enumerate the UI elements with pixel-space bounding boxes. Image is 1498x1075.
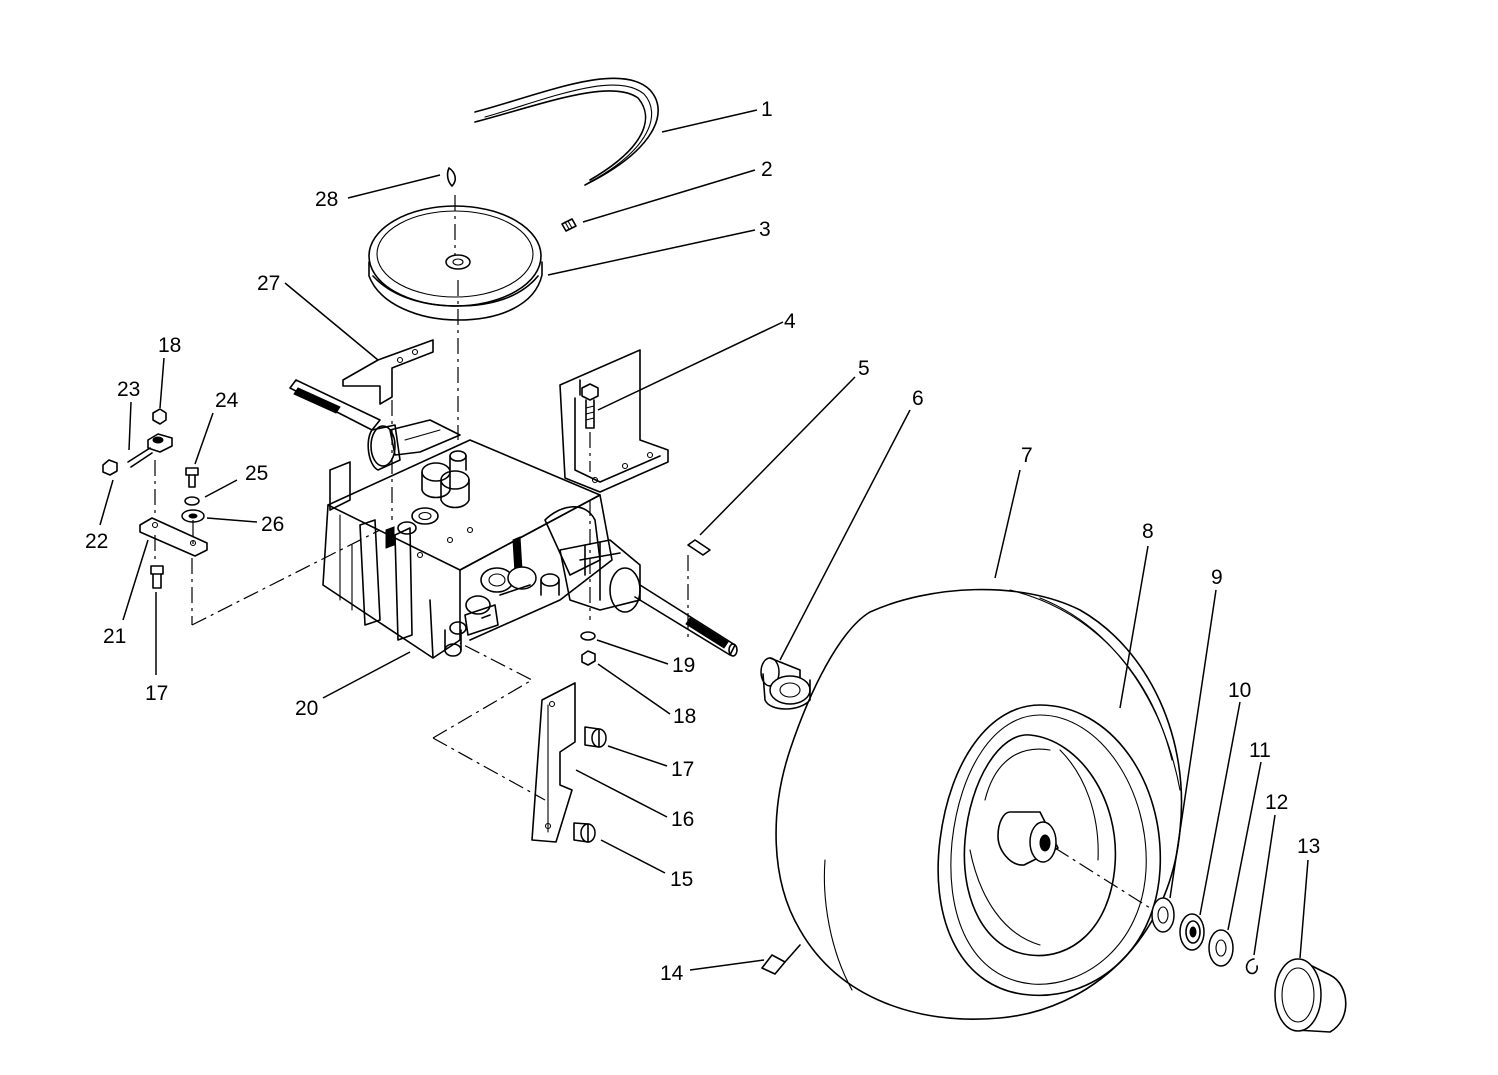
small-washer-part bbox=[184, 496, 200, 506]
brake-bracket-part bbox=[342, 339, 434, 405]
set-screw-part bbox=[561, 218, 577, 232]
flat-washer-part bbox=[1208, 929, 1234, 967]
woodruff-key-part bbox=[446, 167, 457, 187]
mounting-bracket-part bbox=[559, 349, 669, 493]
callout-17-right: 17 bbox=[671, 758, 694, 781]
callout-23: 23 bbox=[117, 378, 140, 401]
callout-10: 10 bbox=[1228, 679, 1251, 702]
callout-20: 20 bbox=[295, 697, 318, 720]
lock-washer-part bbox=[580, 631, 596, 641]
callout-25: 25 bbox=[245, 462, 268, 485]
callout-1: 1 bbox=[761, 98, 773, 121]
callout-26: 26 bbox=[261, 513, 284, 536]
small-bolt-part bbox=[185, 467, 199, 488]
callout-22: 22 bbox=[85, 530, 108, 553]
callout-11: 11 bbox=[1249, 739, 1271, 762]
bearing-part bbox=[1179, 913, 1205, 951]
wheel-tire-part bbox=[775, 588, 1183, 1020]
valve-stem-part bbox=[761, 944, 801, 975]
rod-end-nut-part bbox=[152, 408, 167, 425]
callout-18-right: 18 bbox=[673, 705, 696, 728]
assembly-center-lines bbox=[154, 195, 1151, 909]
v-belt-part bbox=[474, 77, 659, 186]
callout-15: 15 bbox=[670, 868, 693, 891]
support-plate-part bbox=[531, 682, 576, 843]
callout-18-left: 18 bbox=[158, 334, 181, 357]
callout-19: 19 bbox=[672, 654, 695, 677]
callout-16: 16 bbox=[671, 808, 694, 831]
callout-12: 12 bbox=[1265, 791, 1288, 814]
roll-pin-part bbox=[687, 539, 711, 556]
callout-8: 8 bbox=[1142, 520, 1154, 543]
callout-3: 3 bbox=[759, 218, 771, 241]
carriage-bolt-upper-part bbox=[584, 726, 607, 748]
callout-6: 6 bbox=[912, 387, 924, 410]
shoulder-bolt-part bbox=[150, 565, 164, 589]
pulley-part bbox=[368, 205, 543, 321]
callout-9: 9 bbox=[1211, 566, 1223, 589]
callout-14: 14 bbox=[660, 962, 684, 985]
callout-labels: 1 2 3 4 5 6 7 8 9 10 11 12 13 14 15 16 1… bbox=[85, 98, 1320, 985]
callout-28: 28 bbox=[315, 188, 338, 211]
jam-nut-part bbox=[102, 459, 118, 476]
rod-end-part bbox=[127, 433, 173, 468]
carriage-bolt-lower-part bbox=[573, 822, 596, 843]
hub-cap-part bbox=[1274, 958, 1347, 1033]
transaxle-part bbox=[289, 379, 738, 659]
spacer-bushing-part bbox=[760, 657, 811, 710]
callout-13: 13 bbox=[1297, 835, 1320, 858]
callout-27: 27 bbox=[257, 272, 280, 295]
washer-part bbox=[1151, 897, 1175, 933]
callout-21: 21 bbox=[103, 625, 126, 648]
callout-17-left: 17 bbox=[145, 682, 168, 705]
callout-7: 7 bbox=[1021, 444, 1033, 467]
callout-leader-lines bbox=[99, 109, 1309, 971]
hex-nut-part bbox=[581, 650, 596, 666]
callout-2: 2 bbox=[761, 158, 773, 181]
hex-bolt-part bbox=[581, 383, 599, 429]
callout-5: 5 bbox=[858, 357, 870, 380]
callout-4: 4 bbox=[784, 310, 796, 333]
linkage-plate-part bbox=[139, 517, 208, 557]
callout-24: 24 bbox=[215, 389, 239, 412]
e-ring-part bbox=[1245, 958, 1258, 975]
